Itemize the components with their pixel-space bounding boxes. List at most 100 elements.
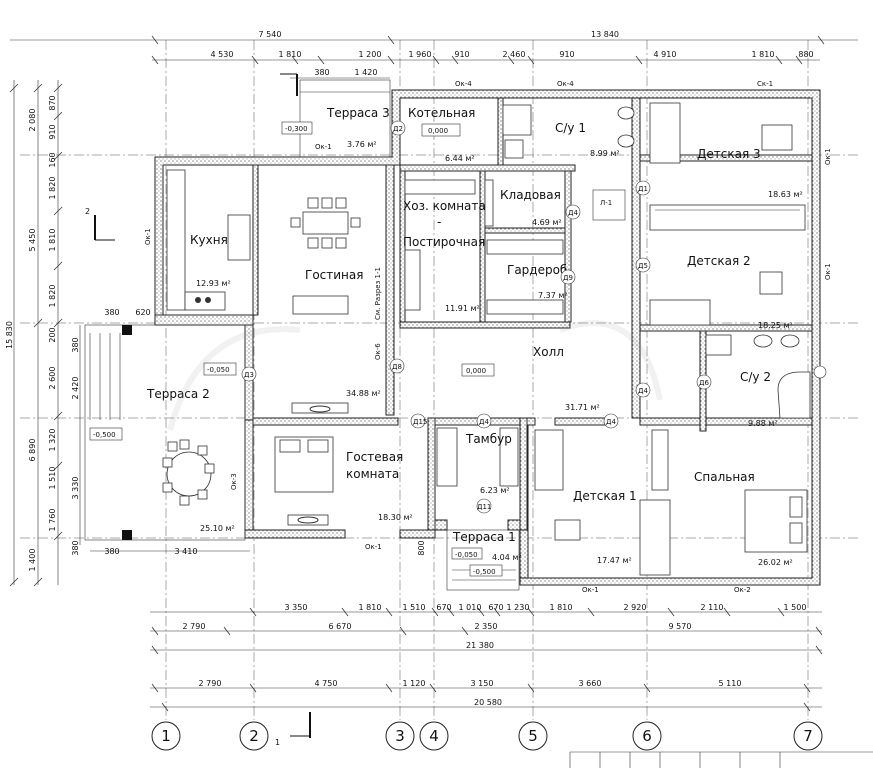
svg-text:380: 380 [71,337,80,352]
room-utility-name-3: Постирочная [403,235,485,249]
room-terrace3-level: -0,300 [285,125,308,133]
dimensions-bottom: 3 350 1 810 1 510 670 1 010 670 1 230 1 … [90,308,823,712]
svg-text:Д1: Д1 [638,185,648,193]
svg-text:3 150: 3 150 [471,679,494,688]
svg-text:Ок-4: Ок-4 [557,80,574,88]
room-terrace1-level2: -0,500 [473,568,496,576]
svg-text:2 110: 2 110 [701,603,724,612]
svg-text:4 530: 4 530 [211,50,234,59]
room-terrace2-level: -0,050 [207,366,230,374]
svg-text:Ок-6: Ок-6 [374,343,382,360]
room-bedroom-name: Спальная [694,470,755,484]
svg-text:15 830: 15 830 [5,321,14,349]
svg-text:1 810: 1 810 [279,50,302,59]
svg-text:Ок-2: Ок-2 [734,586,751,594]
svg-text:21 380: 21 380 [466,641,494,650]
grid-axes [20,40,860,720]
room-bedroom-area: 26.02 м² [758,558,793,567]
svg-text:380: 380 [104,547,119,556]
building [154,89,821,586]
svg-text:3 410: 3 410 [175,547,198,556]
svg-text:2: 2 [85,207,90,216]
svg-text:Д3: Д3 [244,371,254,379]
svg-text:870: 870 [48,95,57,110]
svg-text:1 420: 1 420 [355,68,378,77]
room-utility-name-1: Хоз. комната [403,199,486,213]
svg-text:1 820: 1 820 [48,285,57,308]
svg-text:Ок-1: Ок-1 [315,143,332,151]
axis-marker-5: 5 [518,721,548,751]
svg-text:2 350: 2 350 [475,622,498,631]
room-storage-name: Кладовая [500,188,561,202]
svg-text:1 320: 1 320 [48,429,57,452]
room-bath2-area: 9.88 м² [748,419,778,428]
svg-text:910: 910 [559,50,574,59]
room-guest-name-2: комната [346,467,399,481]
room-kids3-name: Детская 3 [697,147,761,161]
svg-text:2: 2 [249,727,259,745]
room-kids2-name: Детская 2 [687,254,751,268]
svg-text:1 810: 1 810 [752,50,775,59]
svg-text:1 120: 1 120 [403,679,426,688]
svg-text:3 350: 3 350 [285,603,308,612]
svg-text:910: 910 [454,50,469,59]
room-hall-area: 31.71 м² [565,403,600,412]
terrace-3-outline [299,79,391,158]
room-terrace2-level2: -0,500 [93,431,116,439]
axis-marker-3: 3 [385,721,415,751]
room-storage-area: 4.69 м² [532,218,562,227]
svg-text:См. Разрез 1-1: См. Разрез 1-1 [374,267,382,320]
axis-marker-2: 2 [239,721,269,751]
room-wardrobe-area: 7.37 м² [538,291,568,300]
room-guest-name-1: Гостевая [346,450,403,464]
svg-text:200: 200 [48,327,57,342]
svg-text:Ок-3: Ок-3 [230,473,238,490]
axis-marker-7: 7 [793,721,823,751]
door-tags: Д2 Д4 Д9 Д1 Д5 Д4 Д6 Д3 Д8 Д15 Д4 Д4 Д11 [241,120,827,514]
svg-text:Ок-1: Ок-1 [582,586,599,594]
room-terrace3-name: Терраса 3 [326,106,390,120]
room-terrace2-area: 25.10 м² [200,524,235,533]
svg-text:Д9: Д9 [563,274,573,282]
axis-markers: 1 2 3 4 5 6 7 [151,721,823,751]
svg-text:1 200: 1 200 [359,50,382,59]
svg-text:1: 1 [275,738,280,747]
svg-text:Л-1: Л-1 [600,199,612,207]
room-bath1-area: 8.99 м² [590,149,620,158]
room-kids1-name: Детская 1 [573,489,637,503]
svg-text:Д4: Д4 [606,418,616,426]
room-bath2-name: С/у 2 [740,370,771,384]
svg-text:4 750: 4 750 [315,679,338,688]
svg-text:1 230: 1 230 [507,603,530,612]
svg-text:1 810: 1 810 [550,603,573,612]
room-kitchen-area: 12.93 м² [196,279,231,288]
svg-text:6 890: 6 890 [28,439,37,462]
svg-text:Д8: Д8 [392,363,402,371]
room-utility-area: 11.91 м² [445,304,480,313]
room-terrace3-area: 3.76 м² [347,140,377,149]
svg-text:1: 1 [161,727,171,745]
svg-text:1 010: 1 010 [459,603,482,612]
svg-text:1 760: 1 760 [48,509,57,532]
svg-text:6 670: 6 670 [329,622,352,631]
terrace-2-outline [84,324,246,541]
room-vestibule-name: Тамбур [465,432,512,446]
svg-text:1 960: 1 960 [409,50,432,59]
svg-text:Д4: Д4 [568,209,578,217]
section-mark-bottom: 1 [275,712,311,747]
svg-text:3: 3 [395,727,405,745]
svg-text:1 400: 1 400 [28,549,37,572]
dimensions-left: 15 830 5 450 6 890 2 080 870 910 160 1 8… [5,80,81,587]
svg-text:13 840: 13 840 [591,30,619,39]
svg-text:5 110: 5 110 [719,679,742,688]
svg-text:5 450: 5 450 [28,229,37,252]
room-hall-name: Холл [533,345,564,359]
svg-text:Д6: Д6 [699,379,709,387]
room-kitchen-name: Кухня [190,233,228,247]
svg-text:Ск-1: Ск-1 [757,80,773,88]
svg-text:7 540: 7 540 [259,30,282,39]
svg-text:1 510: 1 510 [403,603,426,612]
svg-text:Д4: Д4 [479,418,489,426]
svg-text:4: 4 [429,727,439,745]
